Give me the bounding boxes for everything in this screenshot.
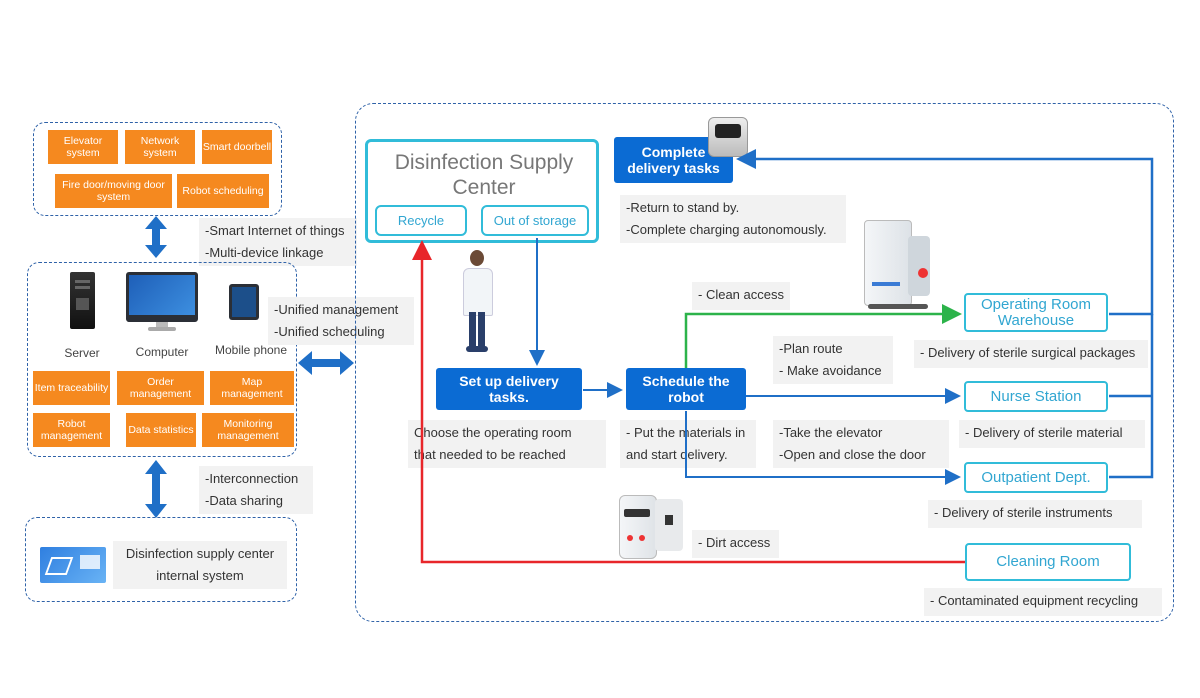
server-icon [70,272,95,329]
unified-notes: -Unified management -Unified scheduling [268,297,414,345]
complete-note-2: -Complete charging autonomously. [626,222,827,237]
setup-note-1: Choose the operating room [414,425,572,440]
computer-stand [148,327,176,331]
dirt-access-note: - Dirt access [692,530,779,558]
double-arrow-top [145,216,167,258]
complete-notes: -Return to stand by. -Complete charging … [620,195,846,243]
system-fire-door: Fire door/moving door system [55,174,172,208]
schedule-note-2: and start delivery. [626,447,728,462]
nurse-station: Nurse Station [964,381,1108,412]
nurse-figure-icon [461,250,493,354]
mobile-label: Mobile phone [214,343,288,357]
out-of-storage-box: Out of storage [481,205,589,236]
internal-system-panel [25,517,297,602]
return-from-outpatient [1109,314,1154,479]
cleaning-room-note: - Contaminated equipment recycling [924,588,1162,616]
elevator-notes: -Take the elevator -Open and close the d… [773,420,949,468]
delivery-robot-icon [864,220,936,310]
route-note-1: -Plan route [779,341,843,356]
route-notes: -Plan route - Make avoidance [773,336,893,384]
outpatient-dept: Outpatient Dept. [964,462,1108,493]
return-line [736,149,1154,316]
cleaning-robot-icon [615,495,685,561]
setup-delivery-tasks: Set up delivery tasks. [436,368,582,410]
dsc-title: Disinfection Supply Center [394,151,574,199]
arrow-to-outpatient [685,411,961,485]
iot-note-2: -Multi-device linkage [205,245,324,260]
mgmt-robot: Robot management [33,413,110,447]
cleaning-room: Cleaning Room [965,543,1131,581]
double-arrow-horizontal [298,351,354,375]
outpatient-note: - Delivery of sterile instruments [928,500,1142,528]
mgmt-monitoring: Monitoring management [202,413,294,447]
clean-access-note: - Clean access [692,282,790,310]
system-elevator: Elevator system [48,130,118,164]
computer-icon [126,272,198,328]
system-network: Network system [125,130,195,164]
double-arrow-bottom [145,460,167,518]
computer-label: Computer [135,345,189,359]
nurse-station-note: - Delivery of sterile material [959,420,1145,448]
system-robot-scheduling: Robot scheduling [177,174,269,208]
top-systems-panel [33,122,282,216]
setup-notes: Choose the operating room that needed to… [408,420,606,468]
mgmt-order: Order management [117,371,204,405]
mobile-phone-icon [229,284,259,320]
arrow-clean-access [684,304,962,368]
elevator-note-2: -Open and close the door [779,447,926,462]
operating-room-warehouse: Operating Room Warehouse [964,293,1108,332]
internal-system-icon [40,547,106,583]
internal-system-label: Disinfection supply center internal syst… [113,541,287,589]
operating-room-note: - Delivery of sterile surgical packages [914,340,1148,368]
setup-note-2: that needed to be reached [414,447,566,462]
server-label: Server [64,346,100,360]
unified-note-2: -Unified scheduling [274,324,385,339]
interconnect-note-1: -Interconnection [205,471,299,486]
interconnect-notes: -Interconnection -Data sharing [199,466,313,514]
complete-note-1: -Return to stand by. [626,200,740,215]
schedule-the-robot: Schedule the robot [626,368,746,410]
charging-robot-icon [708,117,748,157]
arrow-dirt-access [412,240,965,564]
system-doorbell: Smart doorbell [202,130,272,164]
unified-note-1: -Unified management [274,302,399,317]
mgmt-data-statistics: Data statistics [126,413,196,447]
route-note-2: - Make avoidance [779,363,882,378]
iot-notes: -Smart Internet of things -Multi-device … [199,218,357,266]
elevator-note-1: -Take the elevator [779,425,883,440]
mgmt-item-traceability: Item traceability [33,371,110,405]
devices-panel [27,262,297,457]
iot-note-1: -Smart Internet of things [205,223,345,238]
recycle-box: Recycle [375,205,467,236]
mgmt-map: Map management [210,371,294,405]
interconnect-note-2: -Data sharing [205,493,284,508]
workflow-panel [355,103,1174,622]
schedule-notes: - Put the materials in and start deliver… [620,420,756,468]
